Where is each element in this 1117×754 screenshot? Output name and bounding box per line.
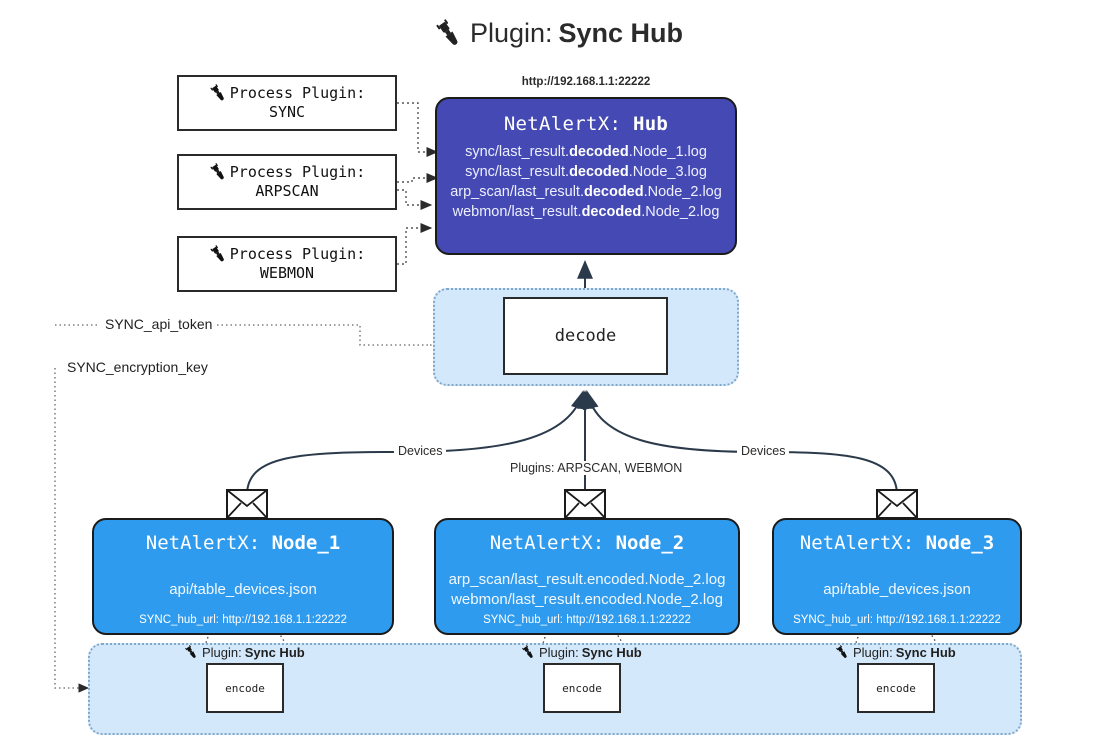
node-header-name: Node_3	[925, 532, 995, 554]
process-plugin-name: WEBMON	[259, 264, 315, 283]
encode-label: encode	[225, 681, 265, 695]
encode-box-1[interactable]: encode	[206, 663, 284, 713]
process-plugin-name: SYNC	[268, 103, 306, 122]
encode-plugin-label-1: Plugin: Sync Hub	[184, 645, 305, 660]
encode-plugin-prefix: Plugin:	[853, 645, 893, 660]
encode-label: encode	[562, 681, 602, 695]
sync-encryption-key-path	[54, 368, 90, 693]
sync-api-token-label: SYNC_api_token	[100, 316, 218, 332]
node-line: arp_scan/last_result.encoded.Node_2.log	[448, 570, 726, 588]
plug-icon	[835, 645, 850, 660]
encode-plugin-label-2: Plugin: Sync Hub	[521, 645, 642, 660]
process-plugin-label: Process Plugin:	[229, 84, 366, 103]
process-plugin-label: Process Plugin:	[229, 163, 366, 182]
node-line-list: arp_scan/last_result.encoded.Node_2.log …	[436, 564, 738, 614]
decode-label: decode	[554, 326, 617, 346]
plug-icon	[434, 18, 464, 49]
hub-header: NetAlertX: Hub	[504, 113, 668, 135]
edge-label-plugins-center: Plugins: ARPSCAN, WEBMON	[506, 461, 687, 475]
node-header-prefix: NetAlertX:	[799, 532, 915, 554]
node-card-node-2[interactable]: NetAlertX: Node_2 arp_scan/last_result.e…	[434, 518, 740, 635]
sync-encryption-key-label: SYNC_encryption_key	[62, 359, 213, 375]
node-line: api/table_devices.json	[823, 580, 971, 598]
process-plugin-sync[interactable]: Process Plugin: SYNC	[177, 75, 397, 131]
encode-box-2[interactable]: encode	[543, 663, 621, 713]
process-plugin-label: Process Plugin:	[229, 245, 366, 264]
node-line-list: api/table_devices.json	[94, 564, 392, 614]
node-header-prefix: NetAlertX:	[489, 532, 605, 554]
hub-log-item: sync/last_result.decoded.Node_3.log	[465, 164, 707, 180]
page-title-prefix: Plugin:	[469, 18, 553, 48]
plug-icon	[209, 84, 228, 103]
hub-header-name: Hub	[632, 113, 669, 135]
plug-icon	[209, 245, 228, 264]
node-header-name: Node_1	[271, 532, 341, 554]
encode-plugin-prefix: Plugin:	[539, 645, 579, 660]
node-line: webmon/last_result.encoded.Node_2.log	[451, 590, 723, 608]
edge-label-devices-left: Devices	[394, 444, 447, 458]
node-header: NetAlertX: Node_2	[490, 532, 684, 554]
plug-icon	[184, 645, 199, 660]
decode-box[interactable]: decode	[503, 297, 668, 375]
node-hub-url: SYNC_hub_url: http://192.168.1.1:22222	[139, 614, 347, 626]
process-plugin-name: ARPSCAN	[255, 182, 319, 201]
plug-icon	[209, 163, 228, 182]
encode-plugin-name: Sync Hub	[581, 645, 642, 660]
process-plugin-webmon[interactable]: Process Plugin: WEBMON	[177, 236, 397, 292]
encode-label: encode	[876, 681, 916, 695]
hub-log-item: arp_scan/last_result.decoded.Node_2.log	[450, 184, 722, 200]
hub-log-list: sync/last_result.decoded.Node_1.log sync…	[437, 144, 735, 220]
plug-icon	[521, 645, 536, 660]
edge-label-devices-right: Devices	[737, 444, 790, 458]
encode-plugin-name: Sync Hub	[244, 645, 305, 660]
node-header: NetAlertX: Node_1	[146, 532, 340, 554]
encode-plugin-name: Sync Hub	[895, 645, 956, 660]
sync-api-token-path	[55, 324, 500, 350]
process-plugin-arpscan[interactable]: Process Plugin: ARPSCAN	[177, 154, 397, 210]
node-header-name: Node_2	[615, 532, 685, 554]
node-hub-url: SYNC_hub_url: http://192.168.1.1:22222	[793, 614, 1001, 626]
hub-node[interactable]: NetAlertX: Hub sync/last_result.decoded.…	[435, 97, 737, 255]
node-header: NetAlertX: Node_3	[800, 532, 994, 554]
node-line-list: api/table_devices.json	[774, 564, 1020, 614]
hub-header-prefix: NetAlertX:	[503, 113, 622, 135]
node-line: api/table_devices.json	[169, 580, 317, 598]
encode-plugin-prefix: Plugin:	[202, 645, 242, 660]
node-card-node-1[interactable]: NetAlertX: Node_1 api/table_devices.json…	[92, 518, 394, 635]
hub-log-item: sync/last_result.decoded.Node_1.log	[465, 144, 707, 160]
encode-plugin-label-3: Plugin: Sync Hub	[835, 645, 956, 660]
hub-url-caption: http://192.168.1.1:22222	[521, 76, 651, 88]
page-title: Plugin: Sync Hub	[0, 18, 1117, 49]
node-header-prefix: NetAlertX:	[145, 532, 261, 554]
page-title-name: Sync Hub	[558, 18, 684, 48]
node-card-node-3[interactable]: NetAlertX: Node_3 api/table_devices.json…	[772, 518, 1022, 635]
hub-log-item: webmon/last_result.decoded.Node_2.log	[452, 204, 720, 220]
plugin-to-hub-edges	[397, 102, 439, 265]
encode-box-3[interactable]: encode	[857, 663, 935, 713]
node-hub-url: SYNC_hub_url: http://192.168.1.1:22222	[483, 614, 691, 626]
